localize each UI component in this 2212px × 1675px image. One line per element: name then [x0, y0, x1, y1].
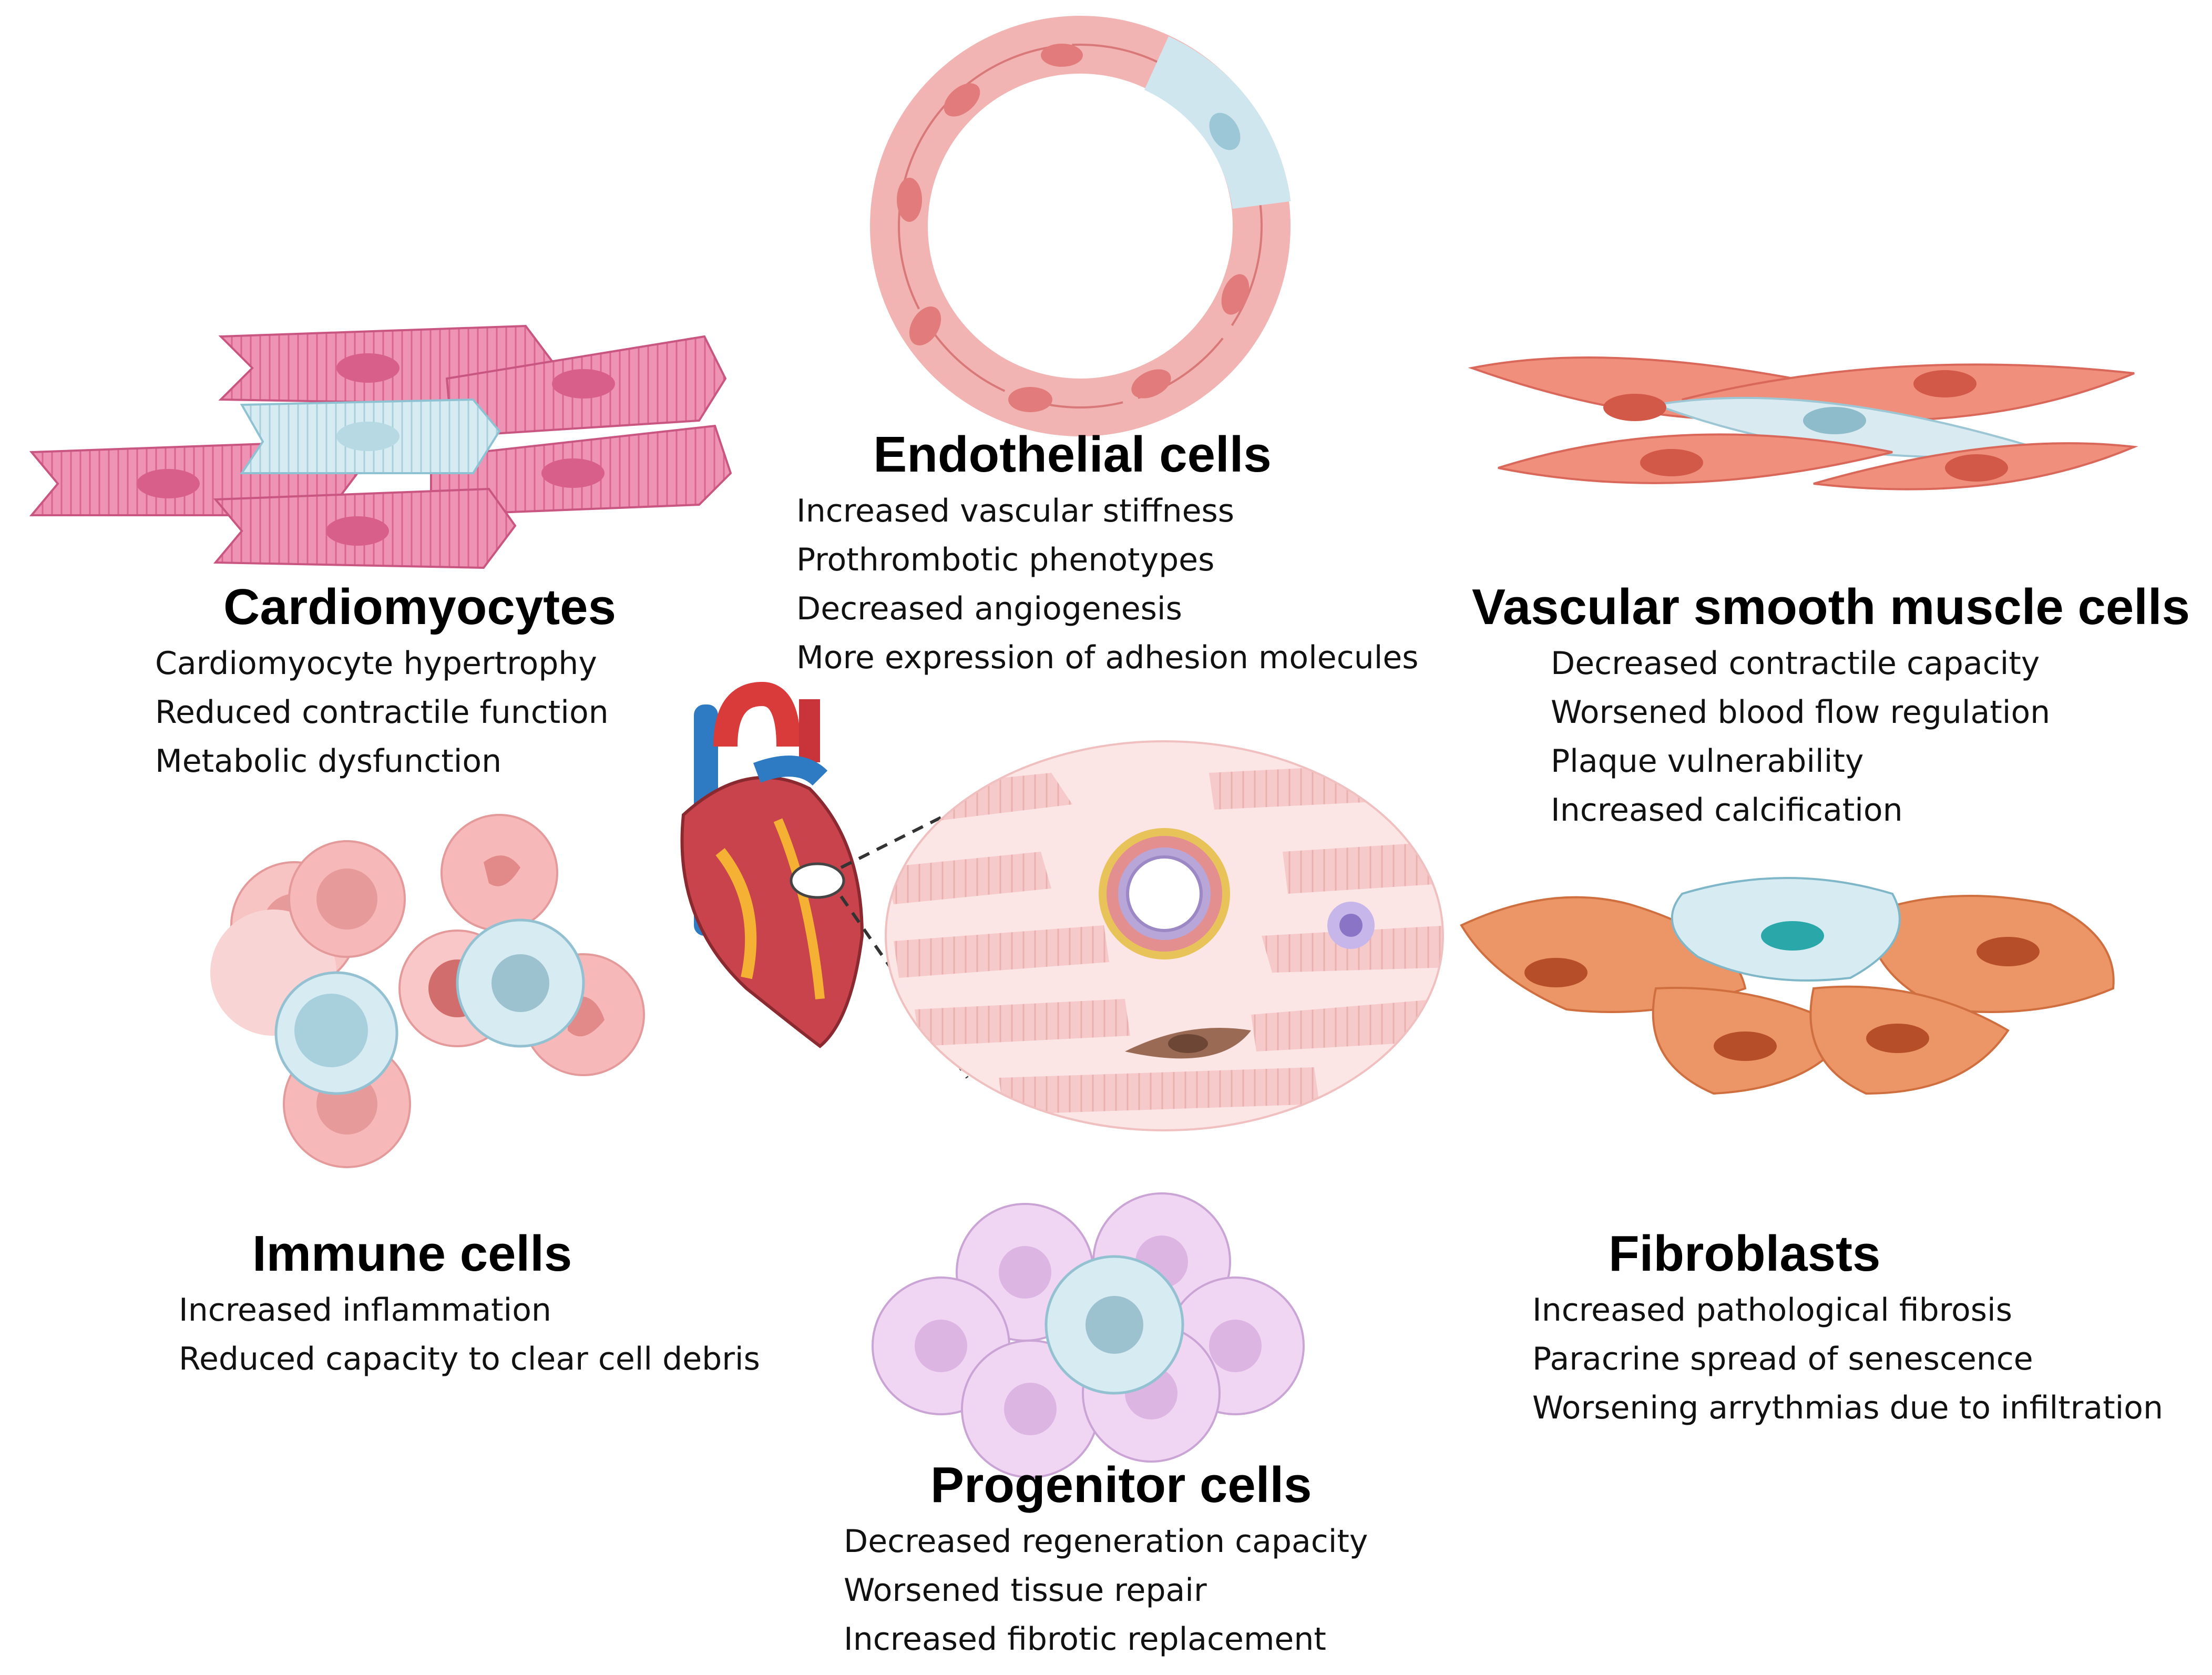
list-item: Decreased regeneration capacity — [844, 1523, 1368, 1560]
immune-list: Increased inflammation Reduced capacity … — [179, 1286, 862, 1384]
list-item: Cardiomyocyte hypertrophy — [155, 645, 597, 682]
list-item: Increased fibrotic replacement — [844, 1621, 1326, 1658]
vsmc-block: Vascular smooth muscle cells Decreased c… — [1472, 578, 2197, 835]
endothelial-list: Increased vascular stiffness Prothrombot… — [796, 487, 1443, 682]
list-item: Reduced contractile function — [155, 694, 609, 731]
list-item: Decreased contractile capacity — [1551, 645, 2040, 682]
list-item: Increased inflammation — [179, 1292, 551, 1329]
list-item: Paracrine spread of senescence — [1532, 1341, 2033, 1377]
list-item: Worsened blood flow regulation — [1551, 694, 2051, 731]
vsmc-illustration — [1468, 356, 2138, 491]
list-item: Prothrombotic phenotypes — [796, 542, 1215, 578]
endothelial-title: Endothelial cells — [873, 426, 1272, 483]
fibroblasts-block: Fibroblasts Increased pathological fibro… — [1532, 1225, 2205, 1433]
heart-illustration — [680, 681, 864, 1048]
progenitor-title: Progenitor cells — [930, 1457, 1312, 1513]
list-item: Increased vascular stiffness — [796, 493, 1235, 529]
vsmc-title: Vascular smooth muscle cells — [1472, 579, 2190, 635]
fibroblasts-illustration — [1460, 877, 2115, 1095]
progenitor-list: Decreased regeneration capacity Worsened… — [844, 1517, 1422, 1664]
fibroblasts-title: Fibroblasts — [1609, 1225, 1881, 1282]
list-item: Metabolic dysfunction — [155, 743, 502, 780]
list-item: Increased pathological fibrosis — [1532, 1292, 2012, 1329]
vsmc-list: Decreased contractile capacity Worsened … — [1472, 639, 2197, 835]
endothelial-block: Endothelial cells Increased vascular sti… — [796, 426, 1443, 682]
cardiomyocytes-illustration — [29, 324, 732, 569]
list-item: Worsening arrythmias due to infiltration — [1532, 1390, 2164, 1426]
list-item: Reduced capacity to clear cell debris — [179, 1341, 760, 1377]
list-item: More expression of adhesion molecules — [796, 639, 1419, 676]
cardiomyocytes-title: Cardiomyocytes — [223, 579, 616, 635]
list-item: Worsened tissue repair — [844, 1572, 1207, 1609]
immune-title: Immune cells — [252, 1225, 572, 1282]
list-item: Decreased angiogenesis — [796, 590, 1182, 627]
immune-block: Immune cells Increased inflammation Redu… — [179, 1225, 862, 1384]
list-item: Increased calcification — [1551, 792, 1903, 829]
cardiomyocytes-list: Cardiomyocyte hypertrophy Reduced contra… — [155, 639, 681, 786]
tissue-section-illustration — [885, 740, 1444, 1131]
fibroblasts-list: Increased pathological fibrosis Paracrin… — [1532, 1286, 2205, 1433]
progenitor-block: Progenitor cells Decreased regeneration … — [844, 1456, 1422, 1664]
cardiomyocytes-block: Cardiomyocytes Cardiomyocyte hypertrophy… — [155, 578, 681, 786]
immune-cells-illustration — [210, 814, 645, 1168]
progenitor-cells-illustration — [872, 1192, 1305, 1478]
endothelial-cells-illustration — [870, 16, 1291, 436]
list-item: Plaque vulnerability — [1551, 743, 1864, 780]
